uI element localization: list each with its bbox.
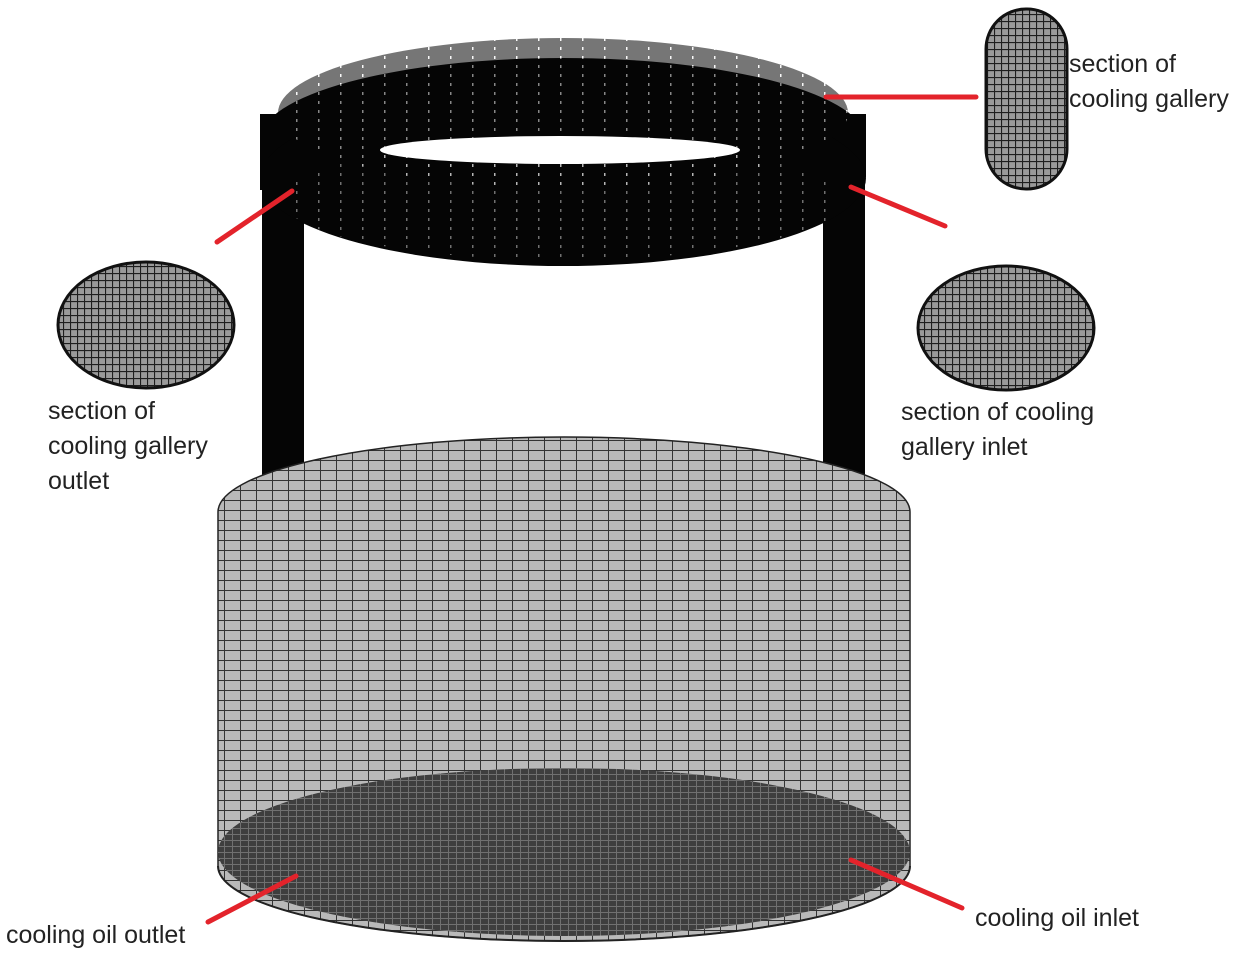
- label-gallery-section-line2: cooling gallery: [1069, 85, 1229, 113]
- label-gallery-inlet-line1: section of cooling: [901, 398, 1095, 426]
- leader-gallery-inlet: [848, 184, 948, 229]
- label-gallery-outlet-line3: outlet: [48, 467, 110, 495]
- cooling-gallery-section-view: [984, 7, 1069, 191]
- left-connecting-pipe: [262, 180, 304, 485]
- leader-gallery-outlet: [214, 188, 295, 245]
- right-connecting-pipe: [823, 180, 865, 485]
- label-oil-outlet: cooling oil outlet: [6, 921, 186, 949]
- cooling-gallery-ring: [260, 38, 866, 266]
- leader-oil-inlet: [848, 857, 965, 911]
- gallery-outlet-section-view: [56, 260, 236, 390]
- label-gallery-inlet: section of cooling gallery inlet: [901, 395, 1094, 465]
- label-gallery-section: section of cooling gallery: [1069, 47, 1229, 117]
- label-oil-inlet: cooling oil inlet: [975, 904, 1139, 932]
- leader-lines: [205, 94, 979, 925]
- piston-cylinder: [217, 436, 911, 942]
- label-gallery-inlet-line2: gallery inlet: [901, 433, 1028, 461]
- label-gallery-outlet-line1: section of: [48, 397, 156, 425]
- gallery-inlet-section-view: [916, 264, 1096, 392]
- leader-oil-outlet: [205, 873, 299, 925]
- label-gallery-outlet: section of cooling gallery outlet: [48, 394, 208, 499]
- gallery-ring-inner-opening: [380, 136, 740, 164]
- label-gallery-outlet-line2: cooling gallery: [48, 432, 208, 460]
- cylinder-bottom-face: [218, 768, 910, 936]
- label-gallery-section-line1: section of: [1069, 50, 1177, 78]
